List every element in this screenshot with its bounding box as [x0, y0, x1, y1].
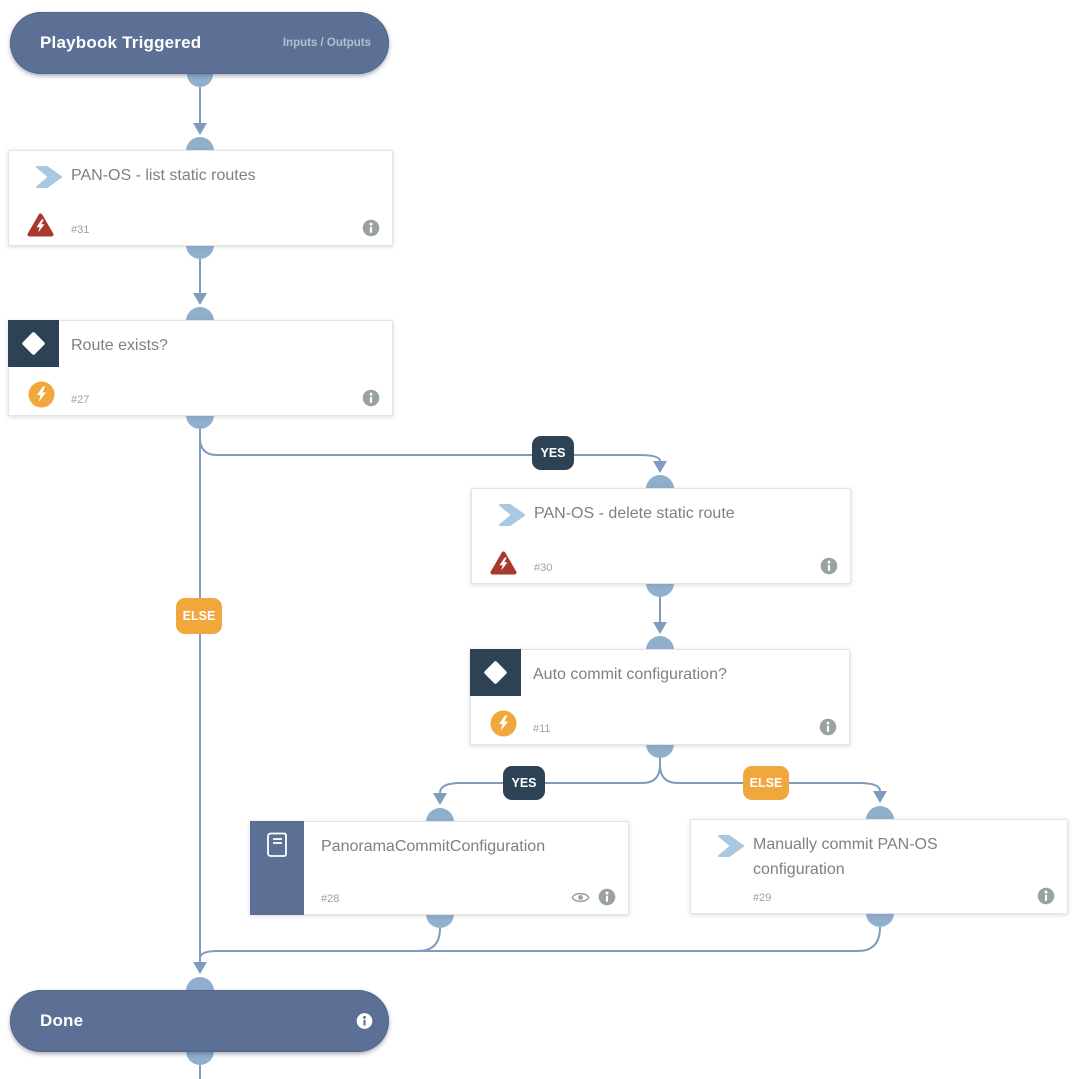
condition-diamond-icon: [470, 649, 521, 696]
script-lightning-icon: [28, 381, 55, 408]
condition-id: #27: [71, 394, 90, 406]
arrowhead: [193, 123, 207, 135]
info-icon[interactable]: [362, 219, 380, 237]
info-icon[interactable]: [598, 888, 616, 906]
task-node-list-static-routes[interactable]: PAN-OS - list static routes #31: [8, 150, 393, 246]
end-node-done[interactable]: Done: [10, 990, 389, 1052]
task-node-manual-commit[interactable]: Manually commit PAN-OS configuration #29: [690, 819, 1068, 914]
condition-title: Auto commit configuration?: [533, 666, 727, 683]
info-icon[interactable]: [819, 718, 837, 736]
connector-dot: [866, 806, 894, 820]
arrowhead: [653, 622, 667, 634]
end-title: Done: [40, 1011, 84, 1030]
connector-dot: [426, 808, 454, 822]
subplaybook-title: PanoramaCommitConfiguration: [321, 838, 546, 855]
edge-merge-manual-to-done: [199, 926, 881, 959]
info-icon[interactable]: [356, 1013, 373, 1030]
start-node[interactable]: Playbook Triggered Inputs / Outputs: [10, 12, 389, 74]
branch-label-else: ELSE: [176, 598, 222, 634]
arrowhead: [193, 293, 207, 305]
arrowhead: [193, 962, 207, 974]
connector-dot: [646, 744, 674, 758]
condition-diamond-icon: [8, 320, 59, 367]
subplaybook-id: #28: [321, 893, 340, 905]
info-icon[interactable]: [1037, 887, 1055, 905]
connector-dot: [186, 137, 214, 151]
branch-label-yes: YES: [532, 436, 574, 470]
connector-dot: [186, 245, 214, 259]
arrowhead: [653, 461, 667, 473]
error-warning-icon: [27, 213, 54, 237]
connector-dot: [186, 1051, 214, 1065]
arrowhead: [433, 793, 447, 805]
connector-dot: [646, 475, 674, 489]
playbook-book-icon: [250, 821, 304, 915]
task-id: #29: [753, 892, 772, 904]
condition-node-route-exists[interactable]: Route exists? #27: [8, 320, 393, 416]
connector-dot: [646, 583, 674, 597]
edge-auto-commit-else: [659, 758, 881, 792]
connector-dot: [646, 636, 674, 650]
script-lightning-icon: [490, 710, 517, 737]
condition-title: Route exists?: [71, 337, 168, 354]
info-icon[interactable]: [820, 557, 838, 575]
task-title: PAN-OS - delete static route: [534, 505, 735, 522]
task-node-delete-static-route[interactable]: PAN-OS - delete static route #30: [471, 488, 851, 584]
task-title: PAN-OS - list static routes: [71, 167, 256, 184]
condition-node-auto-commit[interactable]: Auto commit configuration? #11: [470, 649, 850, 745]
edge-merge-panorama: [417, 927, 441, 952]
connector-dot: [866, 913, 894, 927]
condition-id: #11: [533, 723, 551, 735]
start-title: Playbook Triggered: [40, 33, 202, 52]
arrowhead: [873, 791, 887, 803]
task-id: #30: [534, 562, 553, 574]
edge-route-exists-yes: [199, 437, 661, 462]
task-title: Manually commit PAN-OS configuration: [753, 836, 938, 878]
error-warning-icon: [490, 551, 517, 575]
connector-dot: [186, 415, 214, 429]
eye-icon[interactable]: [571, 891, 590, 904]
subplaybook-node-panorama-commit[interactable]: PanoramaCommitConfiguration #28: [250, 821, 629, 915]
connector-dot: [426, 914, 454, 928]
inputs-outputs-link[interactable]: Inputs / Outputs: [282, 37, 371, 49]
info-icon[interactable]: [362, 389, 380, 407]
task-arrow-icon: [498, 504, 525, 526]
connector-dot: [187, 74, 213, 87]
connector-dot: [186, 307, 214, 321]
task-arrow-icon: [717, 835, 744, 857]
task-arrow-icon: [35, 166, 62, 188]
edge-auto-commit-yes: [439, 758, 661, 794]
connector-dot: [186, 977, 214, 991]
branch-label-else: ELSE: [743, 766, 789, 800]
branch-label-yes: YES: [503, 766, 545, 800]
task-id: #31: [71, 224, 90, 236]
